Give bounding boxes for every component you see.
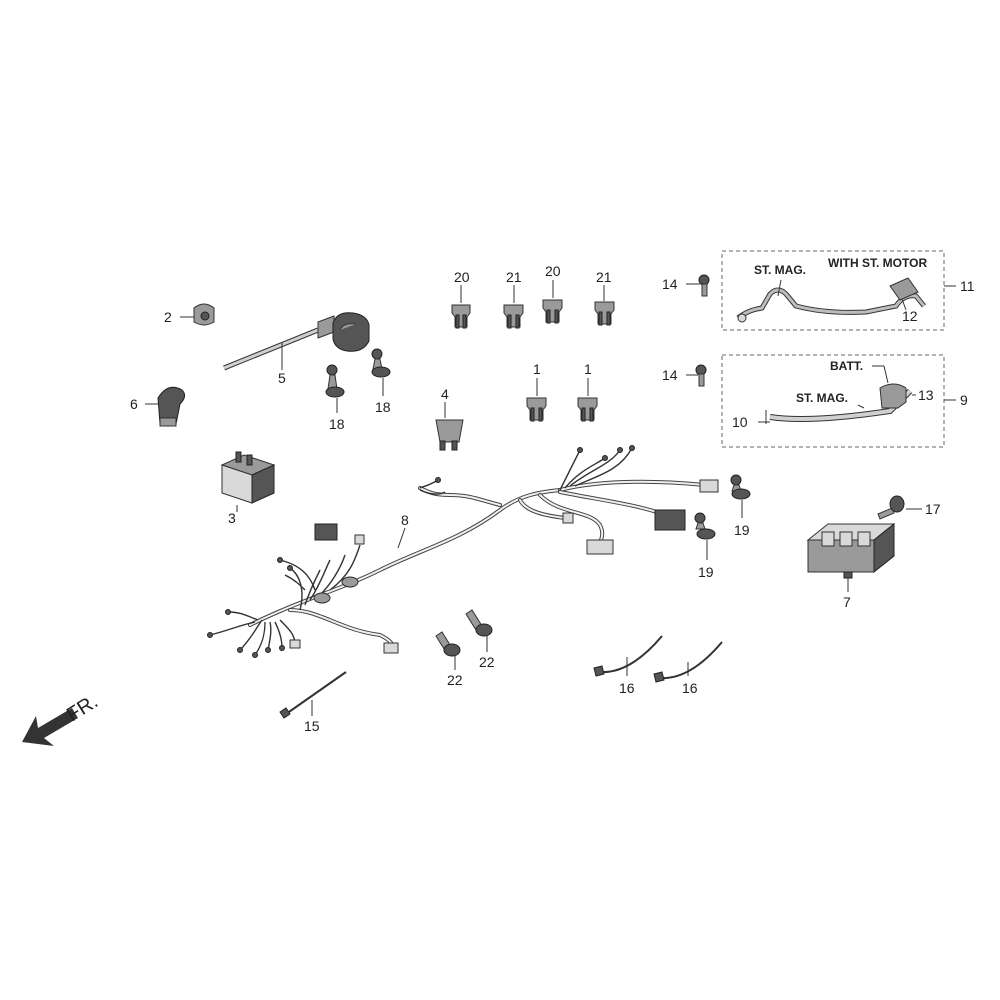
front-direction-arrow-icon [22,708,78,746]
part-label-20a: 20 [454,269,470,285]
st-mag-label-bottom: ST. MAG. [796,391,848,405]
with-st-motor-label: WITH ST. MOTOR [828,256,927,270]
bolt-18a [325,364,345,413]
relay-3 [220,451,276,512]
fuse-clip-20b [542,280,563,324]
part-label-8: 8 [401,512,409,528]
bolt-19b [694,512,716,560]
part-label-2: 2 [164,309,172,325]
bolt-22b [465,609,493,652]
part-label-19b: 19 [698,564,714,580]
part-label-14a: 14 [662,276,678,292]
part-label-1b: 1 [584,361,592,377]
main-wire-harness-8 [207,445,719,658]
part-label-18a: 18 [329,416,345,432]
cable-tie-15 [279,671,347,719]
bolt-18b [371,348,391,396]
cable-tie-16b [653,641,723,683]
bolt-17 [877,495,922,520]
group-box-11 [721,250,956,331]
part-label-1a: 1 [533,361,541,377]
st-mag-label-top: ST. MAG. [754,263,806,277]
part-label-6: 6 [130,396,138,412]
spark-plug-cap-6 [145,386,186,427]
part-label-21b: 21 [596,269,612,285]
part-label-22b: 22 [479,654,495,670]
bolt-22a [435,631,461,670]
batt-label: BATT. [830,359,863,373]
fuse-clip-1b [577,378,598,422]
part-label-12: 12 [902,308,918,324]
fuse-clip-20a [451,285,471,329]
fuse-clip-21b [594,285,615,326]
part-label-21a: 21 [506,269,522,285]
part-label-19a: 19 [734,522,750,538]
ignition-coil-5 [223,312,370,371]
part-label-18b: 18 [375,399,391,415]
part-label-17: 17 [925,501,941,517]
part-label-9: 9 [960,392,968,408]
part-label-10: 10 [732,414,748,430]
part-label-3: 3 [228,510,236,526]
fuse-clip-21a [503,285,524,329]
clamp-2 [180,303,215,326]
cable-tie-16a [593,635,663,677]
part-label-11: 11 [960,278,975,294]
part-label-7: 7 [843,594,851,610]
part-label-5: 5 [278,370,286,386]
regulator-7 [806,522,896,592]
part-label-15: 15 [304,718,320,734]
group-box-9 [721,354,956,448]
bolt-14b [686,364,707,387]
part-label-20b: 20 [545,263,561,279]
part-label-13: 13 [918,387,934,403]
bolt-14a [686,274,710,297]
part-label-22a: 22 [447,672,463,688]
part-label-16b: 16 [682,680,698,696]
part-label-14b: 14 [662,367,678,383]
blade-fuse-4 [435,402,464,451]
fuse-clip-1a [526,378,547,422]
part-label-4: 4 [441,386,449,402]
bolt-19a [730,474,751,518]
part-label-16a: 16 [619,680,635,696]
